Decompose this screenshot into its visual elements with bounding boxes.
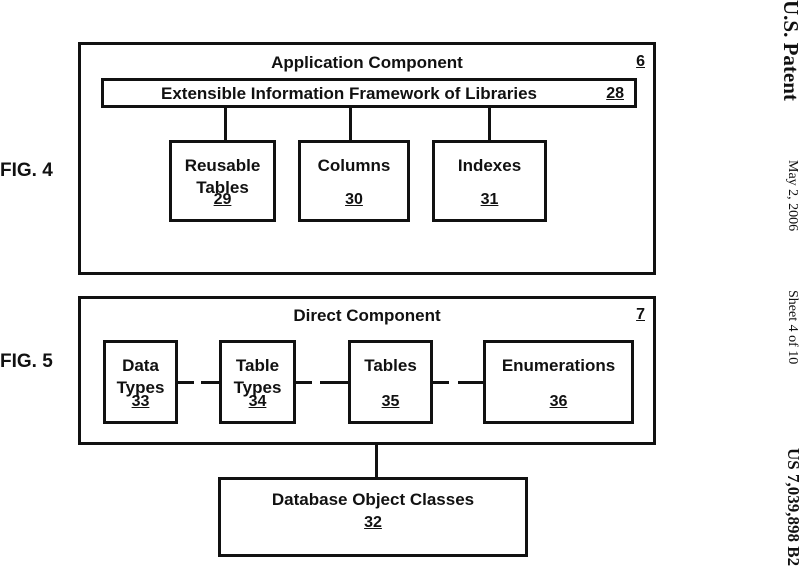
box-ref: 35: [351, 391, 430, 413]
box-ref: 34: [222, 391, 293, 413]
dashed-connector: [296, 381, 312, 384]
framework-ref: 28: [606, 85, 624, 103]
framework-title: Extensible Information Framework of Libr…: [104, 84, 594, 104]
connector-line: [375, 445, 378, 477]
fig5-label: FIG. 5: [0, 351, 53, 373]
application-component-title: Application Component: [81, 53, 653, 73]
reusable-tables-box: Reusable Tables 29: [169, 140, 276, 222]
box-ref: 36: [486, 391, 631, 413]
dashed-connector: [320, 381, 348, 384]
box-label: Tables: [364, 355, 417, 377]
margin-number: US 7,039,898 B2: [783, 448, 803, 566]
dashed-connector: [433, 381, 449, 384]
dashed-connector: [458, 381, 483, 384]
connector-line: [349, 108, 352, 140]
framework-box: Extensible Information Framework of Libr…: [101, 78, 637, 108]
margin-sheet: Sheet 4 of 10: [784, 290, 800, 364]
enumerations-box: Enumerations 36: [483, 340, 634, 424]
box-label: Columns: [318, 155, 391, 177]
direct-component-ref: 7: [636, 306, 645, 324]
indexes-box: Indexes 31: [432, 140, 547, 222]
direct-component-title: Direct Component: [81, 306, 653, 326]
application-component-ref: 6: [636, 53, 645, 71]
data-types-box: Data Types 33: [103, 340, 178, 424]
box-ref: 31: [435, 189, 544, 211]
margin-date: May 2, 2006: [784, 160, 800, 231]
margin-patent: U.S. Patent: [778, 0, 803, 101]
fig4-label: FIG. 4: [0, 160, 53, 182]
database-object-classes-box: Database Object Classes 32: [218, 477, 528, 557]
tables-box: Tables 35: [348, 340, 433, 424]
box-ref: 30: [301, 189, 407, 211]
database-object-classes-ref: 32: [221, 514, 525, 532]
columns-box: Columns 30: [298, 140, 410, 222]
database-object-classes-title: Database Object Classes: [221, 490, 525, 510]
connector-line: [488, 108, 491, 140]
box-label: Enumerations: [502, 355, 615, 377]
table-types-box: Table Types 34: [219, 340, 296, 424]
box-ref: 29: [172, 189, 273, 211]
box-label: Indexes: [458, 155, 521, 177]
connector-line: [224, 108, 227, 140]
dashed-connector: [201, 381, 219, 384]
dashed-connector: [178, 381, 194, 384]
box-ref: 33: [106, 391, 175, 413]
